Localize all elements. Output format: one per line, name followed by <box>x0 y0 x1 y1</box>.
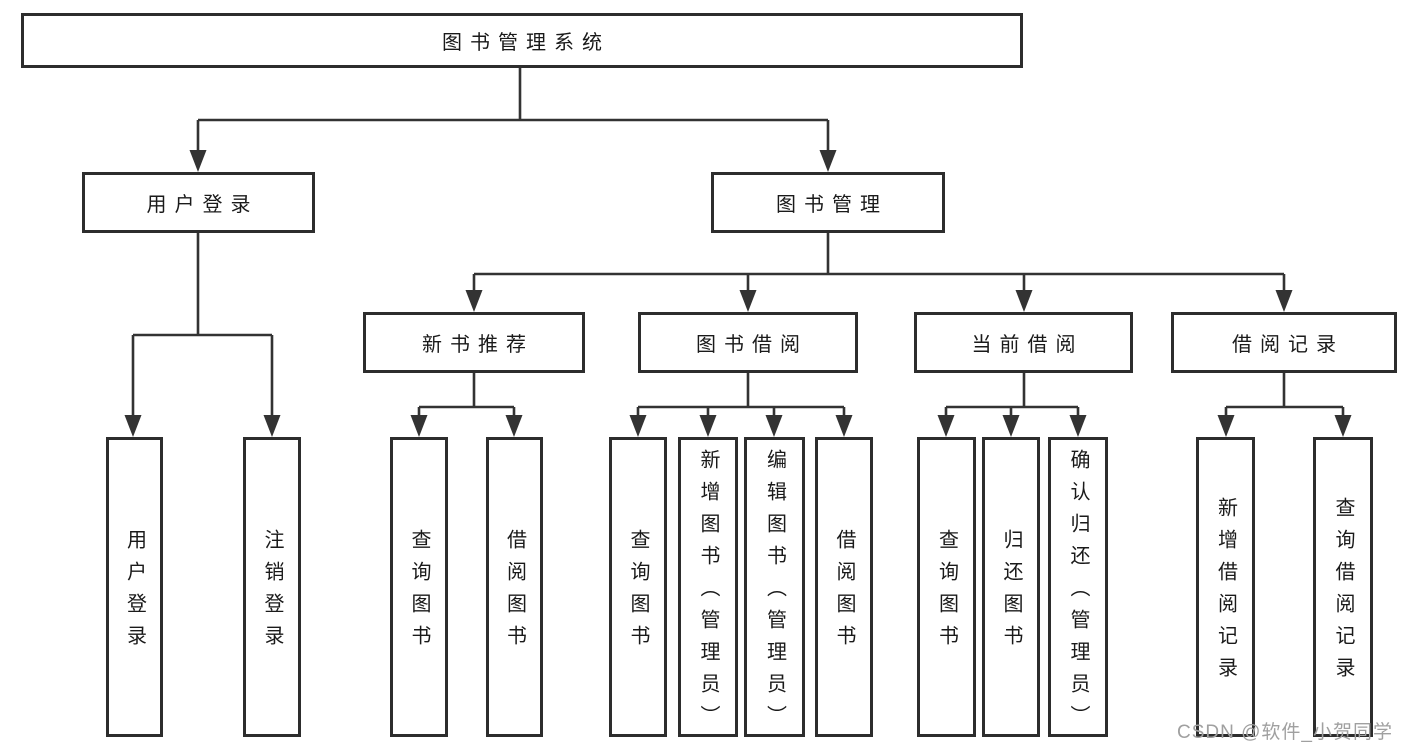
leaf-login-logout: 注销登录 <box>243 437 301 737</box>
leaf-current-confirm-return-admin: 确认归还（管理员） <box>1048 437 1108 737</box>
leaf-records-add-record: 新增借阅记录 <box>1196 437 1255 737</box>
leaf-newbook-borrow-books: 借阅图书 <box>486 437 543 737</box>
leaf-current-query-books-label: 查询图书 <box>935 529 958 657</box>
node-book-management-label: 图书管理 <box>776 194 888 216</box>
node-new-book-recommend-label: 新书推荐 <box>422 334 534 356</box>
leaf-login-user-login: 用户登录 <box>106 437 163 737</box>
leaf-current-return-books: 归还图书 <box>982 437 1040 737</box>
leaf-login-logout-label: 注销登录 <box>261 529 283 657</box>
node-user-login: 用户登录 <box>82 172 315 233</box>
leaf-borrow-borrow-books-label: 借阅图书 <box>833 529 855 657</box>
leaf-borrow-borrow-books: 借阅图书 <box>815 437 873 737</box>
node-book-borrow-label: 图书借阅 <box>696 334 808 356</box>
node-borrow-records-label: 借阅记录 <box>1232 334 1344 356</box>
arrowheads <box>124 150 1352 437</box>
leaf-newbook-query-books-label: 查询图书 <box>408 529 430 657</box>
leaf-borrow-add-books-admin: 新增图书（管理员） <box>678 437 738 737</box>
node-root: 图书管理系统 <box>21 13 1023 68</box>
leaf-borrow-add-books-admin-label: 新增图书（管理员） <box>697 449 719 737</box>
csdn-watermark: CSDN @软件_小贺同学 <box>1177 722 1393 743</box>
node-root-label: 图书管理系统 <box>442 32 610 54</box>
leaf-borrow-query-books-label: 查询图书 <box>627 529 649 657</box>
leaf-current-return-books-label: 归还图书 <box>1000 529 1022 657</box>
leaf-records-query-record-label: 查询借阅记录 <box>1332 497 1354 689</box>
leaf-records-query-record: 查询借阅记录 <box>1313 437 1373 737</box>
node-book-management: 图书管理 <box>711 172 945 233</box>
node-new-book-recommend: 新书推荐 <box>363 312 585 373</box>
leaf-current-query-books: 查询图书 <box>917 437 976 737</box>
leaf-login-user-login-label: 用户登录 <box>123 529 146 657</box>
leaf-current-confirm-return-admin-label: 确认归还（管理员） <box>1067 449 1089 737</box>
leaf-newbook-borrow-books-label: 借阅图书 <box>503 529 526 657</box>
leaf-records-add-record-label: 新增借阅记录 <box>1214 497 1237 689</box>
node-borrow-records: 借阅记录 <box>1171 312 1397 373</box>
leaf-borrow-query-books: 查询图书 <box>609 437 667 737</box>
node-current-borrow-label: 当前借阅 <box>971 334 1084 356</box>
leaf-borrow-edit-books-admin-label: 编辑图书（管理员） <box>763 449 786 737</box>
leaf-borrow-edit-books-admin: 编辑图书（管理员） <box>744 437 805 737</box>
leaf-newbook-query-books: 查询图书 <box>390 437 448 737</box>
node-current-borrow: 当前借阅 <box>914 312 1133 373</box>
node-book-borrow: 图书借阅 <box>638 312 858 373</box>
node-user-login-label: 用户登录 <box>146 194 259 216</box>
